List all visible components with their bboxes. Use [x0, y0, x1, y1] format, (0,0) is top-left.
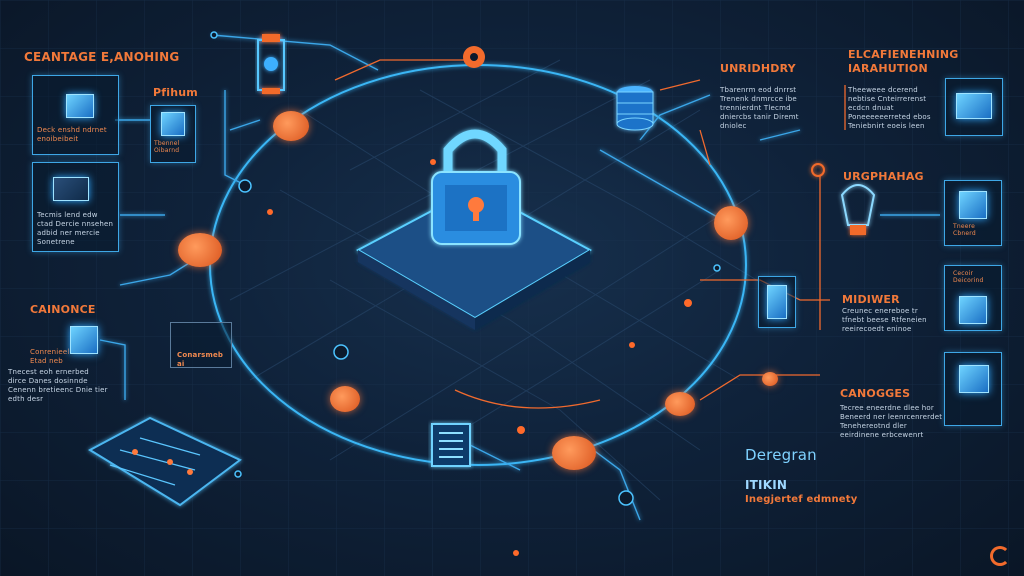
server-icon — [956, 93, 992, 119]
cube-icon — [70, 326, 98, 354]
bitcoin-coin-icon — [714, 206, 748, 240]
right-lower-title: CANOGGES — [840, 387, 911, 400]
bottom-right-caption: Inegjertef edmnety — [745, 494, 858, 505]
right-card-3 — [944, 352, 1002, 426]
left-bottom-text: Tnecest eoh ernerbed dirce Danes dosinnd… — [8, 368, 108, 403]
left-box-caption: Tbennel Oibarnd — [154, 140, 180, 154]
right-card1-caption: Tneere Cbnerd — [953, 223, 976, 237]
right-mid-title: MIDIWER — [842, 293, 900, 306]
left-caption: Deck enshd ndrnet enoibeibeit — [37, 126, 107, 143]
circuit-board-icon — [87, 416, 242, 507]
cube-icon — [66, 94, 94, 118]
left-card-mid: Tecmis lend edw ctad Dercie nnsehen adbi… — [32, 162, 119, 252]
right-mid-text: Creunec enereboe tr tfnebt beese Rtfenei… — [842, 307, 927, 333]
bitcoin-coin-icon — [552, 436, 596, 470]
padlock-platform-icon — [355, 186, 593, 330]
right-card-1: Tneere Cbnerd — [944, 180, 1002, 246]
left-bottom-caption: Conrenieel Etad neb — [30, 348, 70, 365]
g-logo-icon — [990, 546, 1010, 566]
right-card-top — [945, 78, 1003, 136]
bitcoin-coin-icon — [665, 392, 695, 416]
left-card-top: Deck enshd ndrnet enoibeibeit — [32, 75, 119, 155]
perspective-grid — [229, 59, 791, 501]
bitcoin-coin-icon — [273, 111, 309, 141]
top-right-title: UNRIDHDRY — [720, 62, 796, 75]
right-lower-text: Tecree eneerdne dlee hor Beneerd ner lee… — [840, 404, 943, 439]
orange-nodes — [267, 159, 692, 556]
cube-icon — [959, 191, 987, 219]
bottom-right-sub: ITIKIN — [745, 478, 788, 492]
right-card1-title: URGPHAHAG — [843, 170, 924, 183]
right-card2-caption: Cecoir Deicorind — [953, 270, 984, 284]
orange-connectors — [334, 59, 846, 409]
left-bottom-title: CAINONCE — [30, 303, 96, 316]
document-icon — [431, 423, 471, 467]
far-right-title: ELCAFIENEHNING IARAHUTION — [848, 48, 959, 75]
bitcoin-coin-icon — [178, 233, 222, 267]
cube-icon — [959, 296, 987, 324]
right-mid-box — [758, 276, 796, 328]
bottom-right-title: Deregran — [745, 446, 817, 464]
gear-icon — [463, 46, 485, 68]
lantern-icon — [811, 163, 876, 235]
mid-box-label: Conarsmeb ai — [177, 351, 224, 368]
right-card-2: Cecoir Deicorind — [944, 265, 1002, 331]
mid-left-label-box: Conarsmeb ai — [170, 322, 232, 368]
padlock-icon — [431, 129, 521, 245]
left-lower-text: Tecmis lend edw ctad Dercie nnsehen adbi… — [37, 211, 114, 246]
top-left-title: CEANTAGE E,ANOHING — [24, 50, 180, 64]
lantern-icon — [257, 34, 285, 94]
top-right-text: Tbarenrm eod dnrrst Trenenk dnmrcce ibe … — [720, 86, 799, 130]
cube-icon — [161, 112, 185, 136]
bitcoin-coin-icon — [762, 372, 778, 386]
left-box-title: Pfihum — [153, 86, 198, 99]
cube-icon — [53, 177, 89, 201]
left-box: Tbennel Oibarnd — [150, 105, 196, 163]
database-icon — [616, 86, 654, 131]
far-right-text: Theeweee dcerend nebtise Cnteirrerenst e… — [848, 86, 931, 130]
connector-nodes — [210, 31, 721, 506]
cube-icon — [959, 365, 989, 393]
cube-icon — [767, 285, 787, 319]
bitcoin-coin-icon — [330, 386, 360, 412]
